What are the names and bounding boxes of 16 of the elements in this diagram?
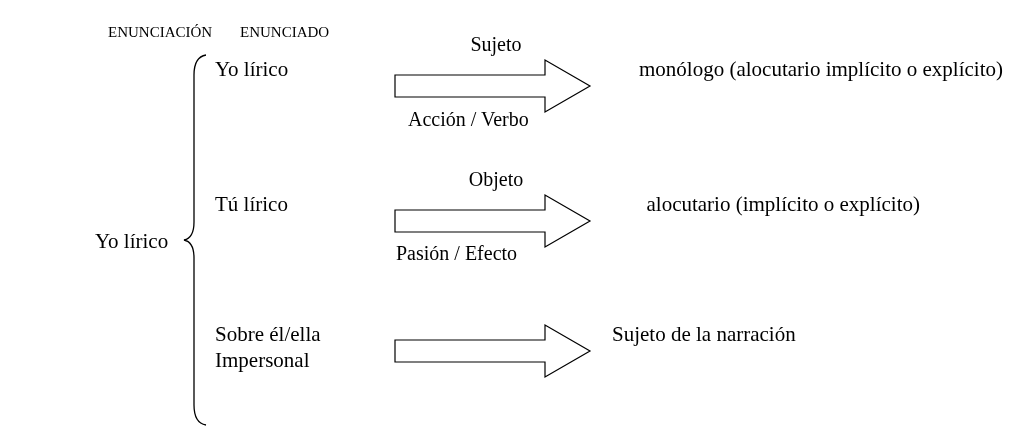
node-text: alocutario (implícito o explícito) (645, 191, 920, 217)
node-text: Sobre él/ella Impersonal (215, 321, 322, 373)
node-text: Yo lírico (215, 56, 290, 82)
edge-label: Objeto (468, 167, 524, 191)
arrow-caption: Acción / Verbo (408, 107, 529, 131)
edge-label: Sujeto (470, 32, 522, 56)
node-text: monólogo (alocutario implícito o explícito) (638, 56, 1004, 82)
column-heading: ENUNCIADO (240, 23, 330, 42)
column-heading: ENUNCIACIÓN (108, 23, 213, 42)
block-arrow (394, 58, 592, 114)
node-text: Sujeto de la narración (612, 321, 797, 347)
node-text: Tú lírico (215, 191, 289, 217)
block-arrow (394, 193, 592, 249)
block-arrow (394, 323, 592, 379)
arrow-caption: Pasión / Efecto (396, 241, 518, 265)
node-text: Yo lírico (95, 228, 170, 254)
